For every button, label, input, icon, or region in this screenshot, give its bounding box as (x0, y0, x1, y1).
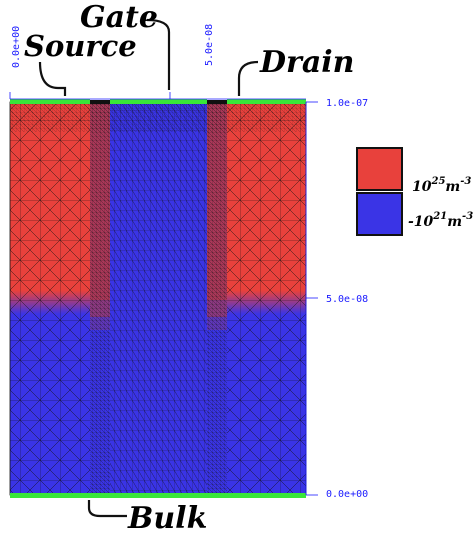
device-body (10, 102, 306, 495)
gate-leader-line (146, 18, 171, 90)
drain-contact (227, 99, 306, 104)
top-tick-label-0: 0.0e+00 (11, 26, 22, 68)
legend: 1025m-3 -1021m-3 (356, 147, 473, 236)
drain-label: Drain (259, 45, 354, 80)
source-contact (10, 99, 90, 104)
mesh-source-junction (90, 102, 110, 495)
right-tick-label-2: 0.0e+00 (326, 489, 368, 500)
right-axis: 1.0e-07 5.0e-08 0.0e+00 (305, 98, 368, 500)
mesh-channel (110, 102, 207, 495)
gate-label: Gate (80, 0, 158, 35)
legend-swatch-p (356, 192, 403, 236)
top-tick-label-1: 5.0e-08 (204, 24, 215, 66)
gate-contact (110, 99, 207, 104)
mesh-surface-band (10, 102, 306, 132)
bulk-contact (10, 493, 306, 498)
source-leader-line (38, 61, 67, 96)
source-label: Source (24, 29, 137, 63)
right-tick-label-1: 5.0e-08 (326, 294, 368, 305)
right-tick-label-0: 1.0e-07 (326, 98, 368, 109)
mesh-drain-side (227, 102, 306, 495)
drain-leader-line (237, 60, 259, 96)
legend-swatch-n (356, 147, 403, 191)
legend-label-n: 1025m-3 (412, 176, 471, 195)
legend-label-p: -1021m-3 (408, 211, 473, 230)
mesh-drain-junction (207, 102, 227, 495)
gate-drain-gap (207, 100, 227, 104)
source-gate-gap (90, 100, 110, 104)
mesh-source-side (10, 102, 90, 495)
top-axis: 0.0e+00 5.0e-08 (9, 24, 306, 100)
bulk-label: Bulk (127, 501, 207, 533)
bulk-leader-line (87, 500, 127, 518)
